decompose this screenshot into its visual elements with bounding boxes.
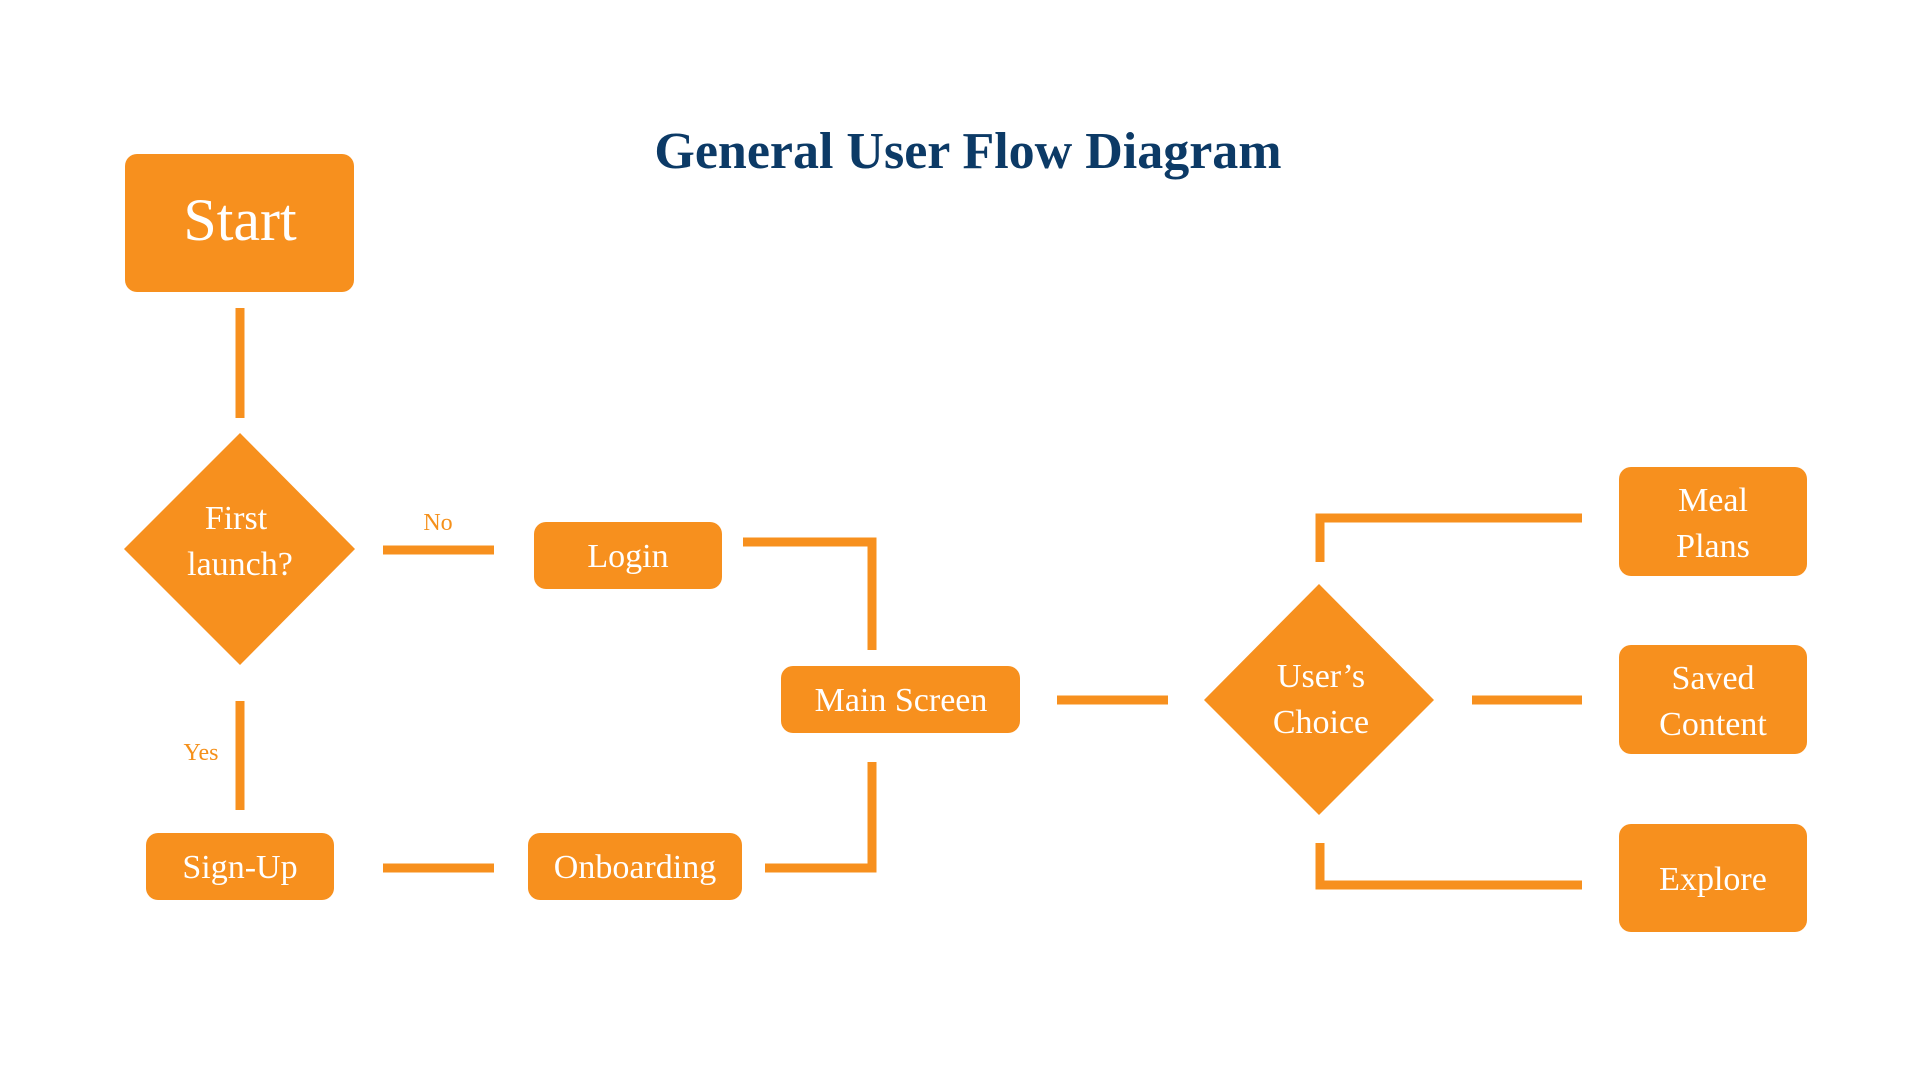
connectors: [235, 308, 1582, 890]
first-launch-diamond: [124, 433, 355, 665]
signup-box: [146, 833, 334, 900]
node-main-screen: Main Screen: [781, 666, 1020, 733]
connector-users-choice-to-meal-plans: [1315, 513, 1582, 562]
node-users-choice: User’s Choice: [1204, 584, 1434, 815]
edge-label-no: No: [423, 510, 452, 536]
node-onboarding: Onboarding: [528, 833, 742, 900]
saved-content-label-line2: Content: [1659, 706, 1767, 743]
node-meal-plans: Meal Plans: [1619, 467, 1807, 576]
diagram-title: General User Flow Diagram: [654, 123, 1281, 180]
first-launch-label-line2: launch?: [187, 546, 293, 583]
first-launch-label-line1: First: [205, 500, 268, 537]
login-label: Login: [587, 538, 668, 575]
node-start: Start: [125, 154, 354, 292]
meal-plans-label-line1: Meal: [1678, 482, 1748, 519]
node-explore: Explore: [1619, 824, 1807, 932]
signup-label: Sign-Up: [182, 849, 297, 886]
start-label: Start: [183, 187, 297, 253]
connector-users-choice-to-explore: [1315, 843, 1582, 890]
users-choice-diamond: [1204, 584, 1434, 815]
meal-plans-label-line2: Plans: [1676, 528, 1750, 565]
start-box: [125, 154, 354, 292]
saved-content-box: [1619, 645, 1807, 754]
onboarding-box: [528, 833, 742, 900]
connector-onboarding-to-main-screen: [765, 762, 877, 873]
edge-label-yes: Yes: [184, 740, 219, 766]
node-saved-content: Saved Content: [1619, 645, 1807, 754]
saved-content-label-line1: Saved: [1671, 660, 1754, 697]
users-choice-label-line1: User’s: [1277, 658, 1365, 695]
login-box: [534, 522, 722, 589]
connector-login-to-main-screen: [743, 537, 877, 650]
explore-box: [1619, 824, 1807, 932]
node-login: Login: [534, 522, 722, 589]
meal-plans-box: [1619, 467, 1807, 576]
users-choice-label-line2: Choice: [1273, 704, 1369, 741]
explore-label: Explore: [1659, 861, 1767, 898]
node-signup: Sign-Up: [146, 833, 334, 900]
onboarding-label: Onboarding: [554, 849, 716, 886]
main-screen-box: [781, 666, 1020, 733]
main-screen-label: Main Screen: [815, 682, 988, 719]
node-first-launch: First launch?: [124, 433, 355, 665]
